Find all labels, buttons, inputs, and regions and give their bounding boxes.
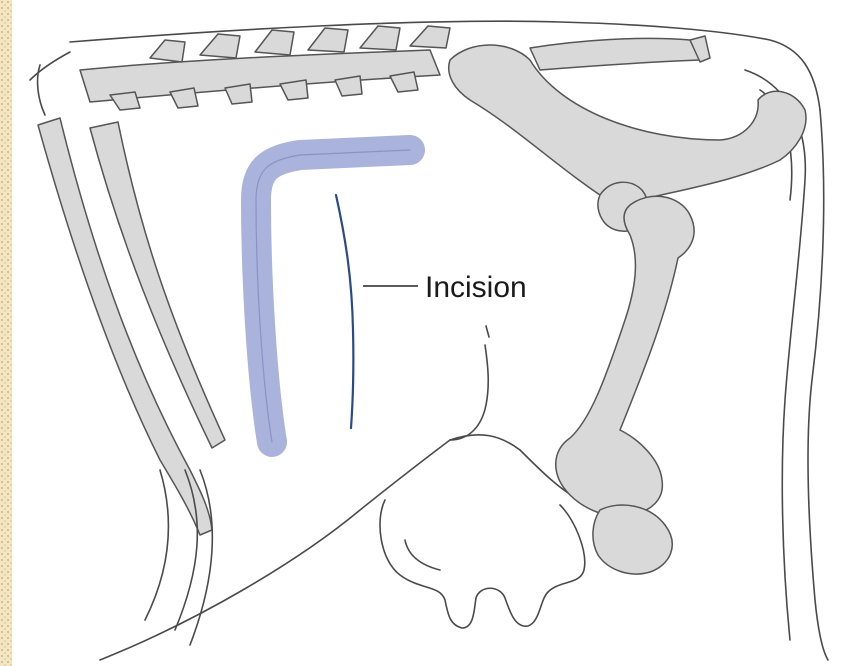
highlighted-region bbox=[256, 150, 410, 442]
incision-label: Incision bbox=[425, 271, 527, 304]
udder bbox=[380, 500, 585, 628]
left-border-strip bbox=[0, 0, 12, 666]
hind-leg-bones bbox=[556, 196, 694, 574]
body-outline bbox=[30, 21, 828, 660]
ribs bbox=[38, 65, 225, 645]
spine bbox=[80, 26, 710, 110]
incision-line bbox=[336, 195, 353, 428]
